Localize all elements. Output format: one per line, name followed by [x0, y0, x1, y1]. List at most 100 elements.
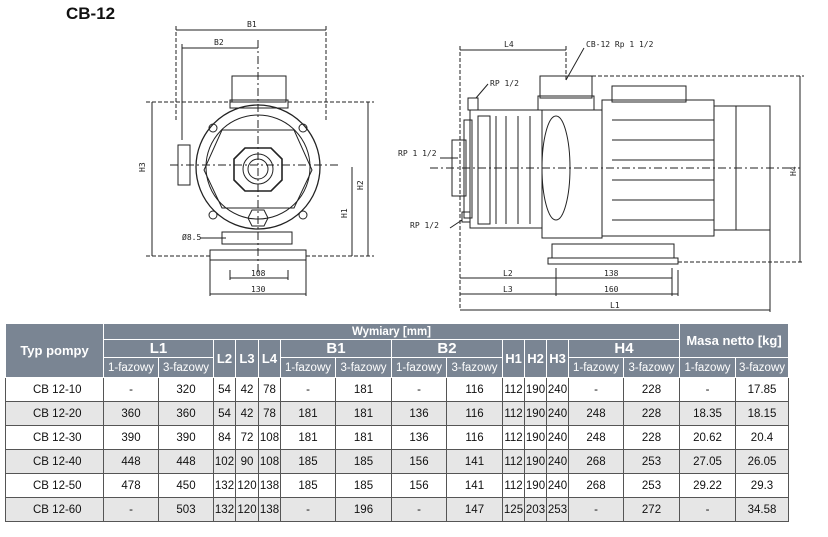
table-cell: 112 — [502, 449, 525, 474]
table-cell: 27.05 — [679, 449, 736, 474]
table-cell: 240 — [546, 449, 569, 474]
header-b1: B1 — [280, 339, 392, 358]
table-cell: 112 — [502, 473, 525, 498]
table-cell: 29.22 — [679, 473, 736, 498]
svg-text:B2: B2 — [214, 38, 224, 47]
header-b1-1f: 1-fazowy — [280, 357, 336, 378]
header-l1-1f: 1-fazowy — [103, 357, 159, 378]
svg-text:160: 160 — [604, 285, 619, 294]
table-cell: 190 — [524, 401, 547, 426]
svg-text:H4: H4 — [789, 166, 798, 176]
header-l2: L2 — [213, 339, 236, 378]
svg-text:H2: H2 — [356, 180, 365, 190]
table-cell: - — [280, 377, 336, 402]
header-l1-3f: 3-fazowy — [158, 357, 214, 378]
table-cell: 450 — [158, 473, 214, 498]
table-cell: 360 — [158, 401, 214, 426]
svg-text:H3: H3 — [138, 162, 147, 172]
table-cell: 240 — [546, 401, 569, 426]
table-cell: - — [103, 497, 159, 522]
table-cell: 185 — [280, 449, 336, 474]
table-cell: - — [391, 497, 447, 522]
table-cell: 108 — [258, 425, 281, 450]
svg-text:RP 1/2: RP 1/2 — [490, 79, 519, 88]
table-cell: 181 — [280, 425, 336, 450]
table-cell: 448 — [103, 449, 159, 474]
table-cell: 138 — [258, 473, 281, 498]
table-cell: 42 — [235, 401, 259, 426]
svg-text:RP 1/2: RP 1/2 — [410, 221, 439, 230]
table-cell: 108 — [258, 449, 281, 474]
header-b1-3f: 3-fazowy — [335, 357, 392, 378]
table-cell: 190 — [524, 473, 547, 498]
table-cell: 72 — [235, 425, 259, 450]
table-cell: 138 — [258, 497, 281, 522]
header-b2-1f: 1-fazowy — [391, 357, 447, 378]
table-cell: 253 — [623, 473, 680, 498]
table-cell: - — [568, 377, 624, 402]
table-cell: 147 — [446, 497, 503, 522]
table-cell: 190 — [524, 449, 547, 474]
table-cell: - — [103, 377, 159, 402]
table-cell: 478 — [103, 473, 159, 498]
front-view-drawing — [146, 26, 374, 296]
table-cell: 42 — [235, 377, 259, 402]
table-cell: 320 — [158, 377, 214, 402]
table-cell: 196 — [335, 497, 392, 522]
table-cell: - — [679, 497, 736, 522]
svg-text:L3: L3 — [503, 285, 513, 294]
table-cell: 112 — [502, 425, 525, 450]
svg-text:L4: L4 — [504, 40, 514, 49]
header-b2: B2 — [391, 339, 503, 358]
table-cell: - — [280, 497, 336, 522]
table-cell: 268 — [568, 449, 624, 474]
cell-model: CB 12-20 — [5, 401, 104, 426]
table-cell: 248 — [568, 401, 624, 426]
side-view-labels: L4 CB-12 Rp 1 1/2 RP 1/2 RP 1 1/2 RP 1/2… — [398, 40, 798, 310]
cell-model: CB 12-40 — [5, 449, 104, 474]
table-cell: 132 — [213, 497, 236, 522]
header-h1: H1 — [502, 339, 525, 378]
header-h4: H4 — [568, 339, 680, 358]
svg-text:108: 108 — [251, 269, 266, 278]
table-cell: 181 — [335, 401, 392, 426]
table-cell: 29.3 — [735, 473, 789, 498]
header-h3: H3 — [546, 339, 569, 378]
table-cell: 54 — [213, 401, 236, 426]
svg-text:B1: B1 — [247, 20, 257, 29]
table-cell: 18.15 — [735, 401, 789, 426]
table-cell: 136 — [391, 425, 447, 450]
table-cell: 112 — [502, 377, 525, 402]
header-b2-3f: 3-fazowy — [446, 357, 503, 378]
table-cell: 18.35 — [679, 401, 736, 426]
table-cell: 185 — [335, 449, 392, 474]
table-cell: 84 — [213, 425, 236, 450]
table-cell: 228 — [623, 401, 680, 426]
technical-drawings: B1 B2 H3 H2 H1 Ø8.5 108 130 — [138, 20, 804, 312]
page-title: CB-12 — [66, 4, 116, 23]
table-cell: 90 — [235, 449, 259, 474]
cell-model: CB 12-10 — [5, 377, 104, 402]
header-wymiary: Wymiary [mm] — [103, 323, 680, 340]
table-cell: 78 — [258, 401, 281, 426]
table-cell: 26.05 — [735, 449, 789, 474]
table-cell: 272 — [623, 497, 680, 522]
table-cell: - — [391, 377, 447, 402]
cell-model: CB 12-30 — [5, 425, 104, 450]
table-cell: - — [568, 497, 624, 522]
svg-text:138: 138 — [604, 269, 619, 278]
header-h4-1f: 1-fazowy — [568, 357, 624, 378]
table-cell: 141 — [446, 473, 503, 498]
front-view-labels: B1 B2 H3 H2 H1 Ø8.5 108 130 — [138, 20, 365, 294]
table-cell: 448 — [158, 449, 214, 474]
svg-text:Ø8.5: Ø8.5 — [182, 232, 201, 242]
table-cell: 185 — [335, 473, 392, 498]
table-cell: 203 — [524, 497, 547, 522]
table-cell: 102 — [213, 449, 236, 474]
table-cell: 503 — [158, 497, 214, 522]
header-h2: H2 — [524, 339, 547, 378]
